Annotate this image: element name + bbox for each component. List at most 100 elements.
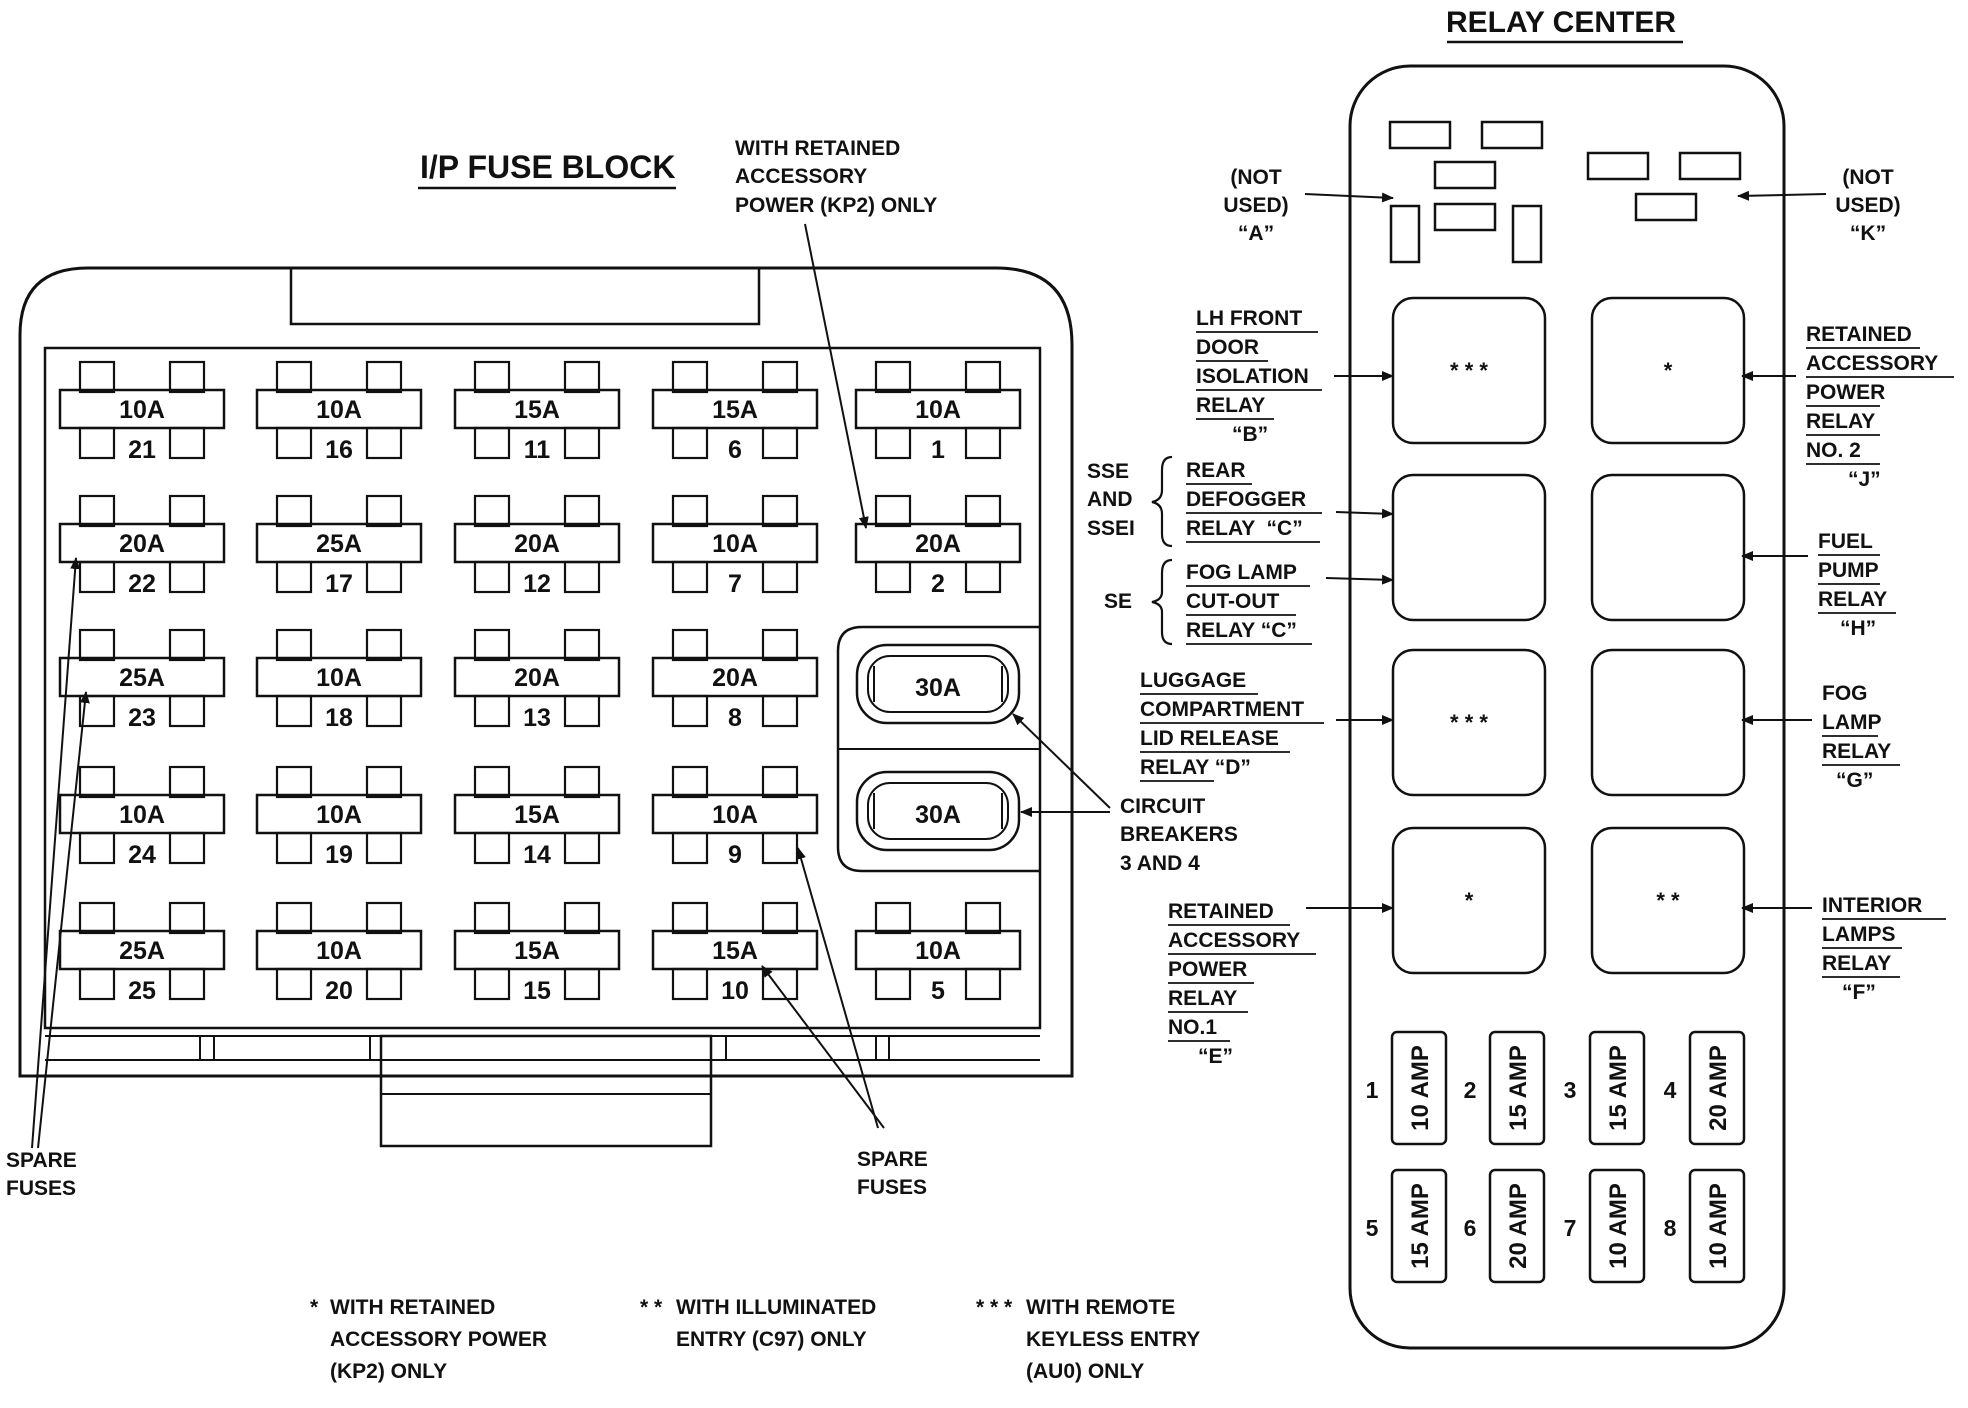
fuse-terminal (761, 560, 799, 594)
svg-text:FUSES: FUSES (6, 1177, 76, 1200)
fuse-terminal (365, 694, 403, 728)
fuse-terminal (964, 967, 1002, 1001)
fuse-terminal (761, 426, 799, 460)
svg-text:LH FRONT: LH FRONT (1196, 307, 1302, 330)
fuse-terminal (964, 560, 1002, 594)
svg-text:DOOR: DOOR (1196, 336, 1259, 359)
fuse-terminal (275, 360, 313, 394)
svg-text:RETAINED: RETAINED (1806, 323, 1912, 346)
breaker-leader (1012, 713, 1111, 809)
fuse-body (255, 793, 423, 835)
svg-text:ENTRY (C97) ONLY: ENTRY (C97) ONLY (676, 1328, 867, 1351)
fuse-terminal (473, 360, 511, 394)
fuse-number: 15 (523, 977, 551, 1005)
relay-c2-label: FOG LAMP CUT-OUT RELAY “C” (1186, 561, 1312, 645)
svg-text:FUEL: FUEL (1818, 530, 1873, 553)
fuse-body (255, 929, 423, 971)
relay-center-fuse-number: 7 (1564, 1215, 1577, 1241)
fuse-number: 5 (931, 977, 945, 1005)
fuse-grid: 10A2110A1615A1115A610A120A2225A1720A1210… (58, 360, 1022, 1005)
fuse-number: 13 (523, 704, 551, 732)
relay-socket-body (1590, 648, 1746, 797)
fuse-rating: 15A (712, 937, 758, 965)
relay-center-fuse-number: 5 (1366, 1215, 1379, 1241)
breaker-rating: 30A (915, 801, 961, 829)
kp2-leader (804, 223, 869, 529)
fuse-block-inner-panel (43, 346, 1042, 1030)
relay-j-label: RETAINED ACCESSORY POWER RELAY NO. 2 “J” (1806, 323, 1954, 491)
fuse-terminal (365, 967, 403, 1001)
fuse-body (651, 929, 819, 971)
relay-center-fuse-rating: 10 AMP (1407, 1045, 1434, 1131)
relay-mark: * (1664, 358, 1673, 383)
svg-text:RELAY: RELAY (1168, 987, 1237, 1010)
relay-e-label: RETAINED ACCESSORY POWER RELAY NO.1 “E” (1168, 900, 1316, 1068)
fuse-number: 6 (728, 436, 742, 464)
relay-center-fuse-body (1390, 1168, 1448, 1284)
relay-f-label: INTERIOR LAMPS RELAY “F” (1822, 894, 1946, 1004)
fuse-rating: 10A (316, 664, 362, 692)
fuse-number: 1 (931, 436, 945, 464)
fuse-terminal (78, 560, 116, 594)
fuse-terminal (964, 360, 1002, 394)
svg-text:FOG LAMP: FOG LAMP (1186, 561, 1297, 584)
fuse-body (854, 522, 1022, 564)
fuse-number: 12 (523, 570, 551, 598)
relay-mark: * * * (1450, 710, 1488, 735)
fuse-rating: 10A (316, 937, 362, 965)
fuse-terminal (78, 426, 116, 460)
fuse-terminal (275, 901, 313, 935)
fuse-number: 25 (128, 977, 156, 1005)
relay-center-fuse-body (1588, 1168, 1646, 1284)
svg-text:LUGGAGE: LUGGAGE (1140, 669, 1246, 692)
spare-right-leader (796, 847, 879, 1129)
relay-socket: * * (1590, 826, 1746, 975)
spare-fuses-left-label: SPARE FUSES (6, 1149, 77, 1200)
fuse-rating: 10A (316, 801, 362, 829)
fuse-number: 11 (524, 436, 551, 464)
svg-text:ACCESSORY: ACCESSORY (735, 165, 867, 188)
fuse-terminal (78, 967, 116, 1001)
fuse-number: 23 (128, 704, 156, 732)
fuse-rating: 15A (514, 801, 560, 829)
relay-socket: * (1590, 296, 1746, 445)
svg-text:SPARE: SPARE (857, 1148, 928, 1171)
fuse-terminal (275, 628, 313, 662)
sse-brace (1151, 455, 1173, 548)
relay-center-fuse-body (1688, 1168, 1746, 1284)
fuse-block-bottom-connector (379, 1034, 713, 1148)
fuse-rating: 10A (316, 396, 362, 424)
fuse-terminal (761, 901, 799, 935)
spare-left-leader (31, 557, 81, 1149)
relay-center-fuse-rating: 20 AMP (1505, 1183, 1532, 1269)
fuse-terminal (671, 494, 709, 528)
fuse-terminal (473, 901, 511, 935)
footnote-2: WITH ILLUMINATED (676, 1296, 876, 1319)
fuse-number: 16 (325, 436, 353, 464)
fuse-terminal (671, 694, 709, 728)
relay-center-fuse-body (1488, 1168, 1546, 1284)
fuse-terminal (473, 765, 511, 799)
relay-socket-body (1391, 473, 1547, 622)
svg-text:RELAY “C”: RELAY “C” (1186, 517, 1303, 540)
fuse-body (651, 522, 819, 564)
fuse-terminal (874, 426, 912, 460)
footnote-1-mark: * (310, 1296, 319, 1319)
fuse-terminal (761, 494, 799, 528)
fuse-terminal (563, 694, 601, 728)
relay-socket: * * * (1391, 296, 1547, 445)
fuse-terminal (168, 628, 206, 662)
svg-text:ACCESSORY: ACCESSORY (1806, 352, 1938, 375)
